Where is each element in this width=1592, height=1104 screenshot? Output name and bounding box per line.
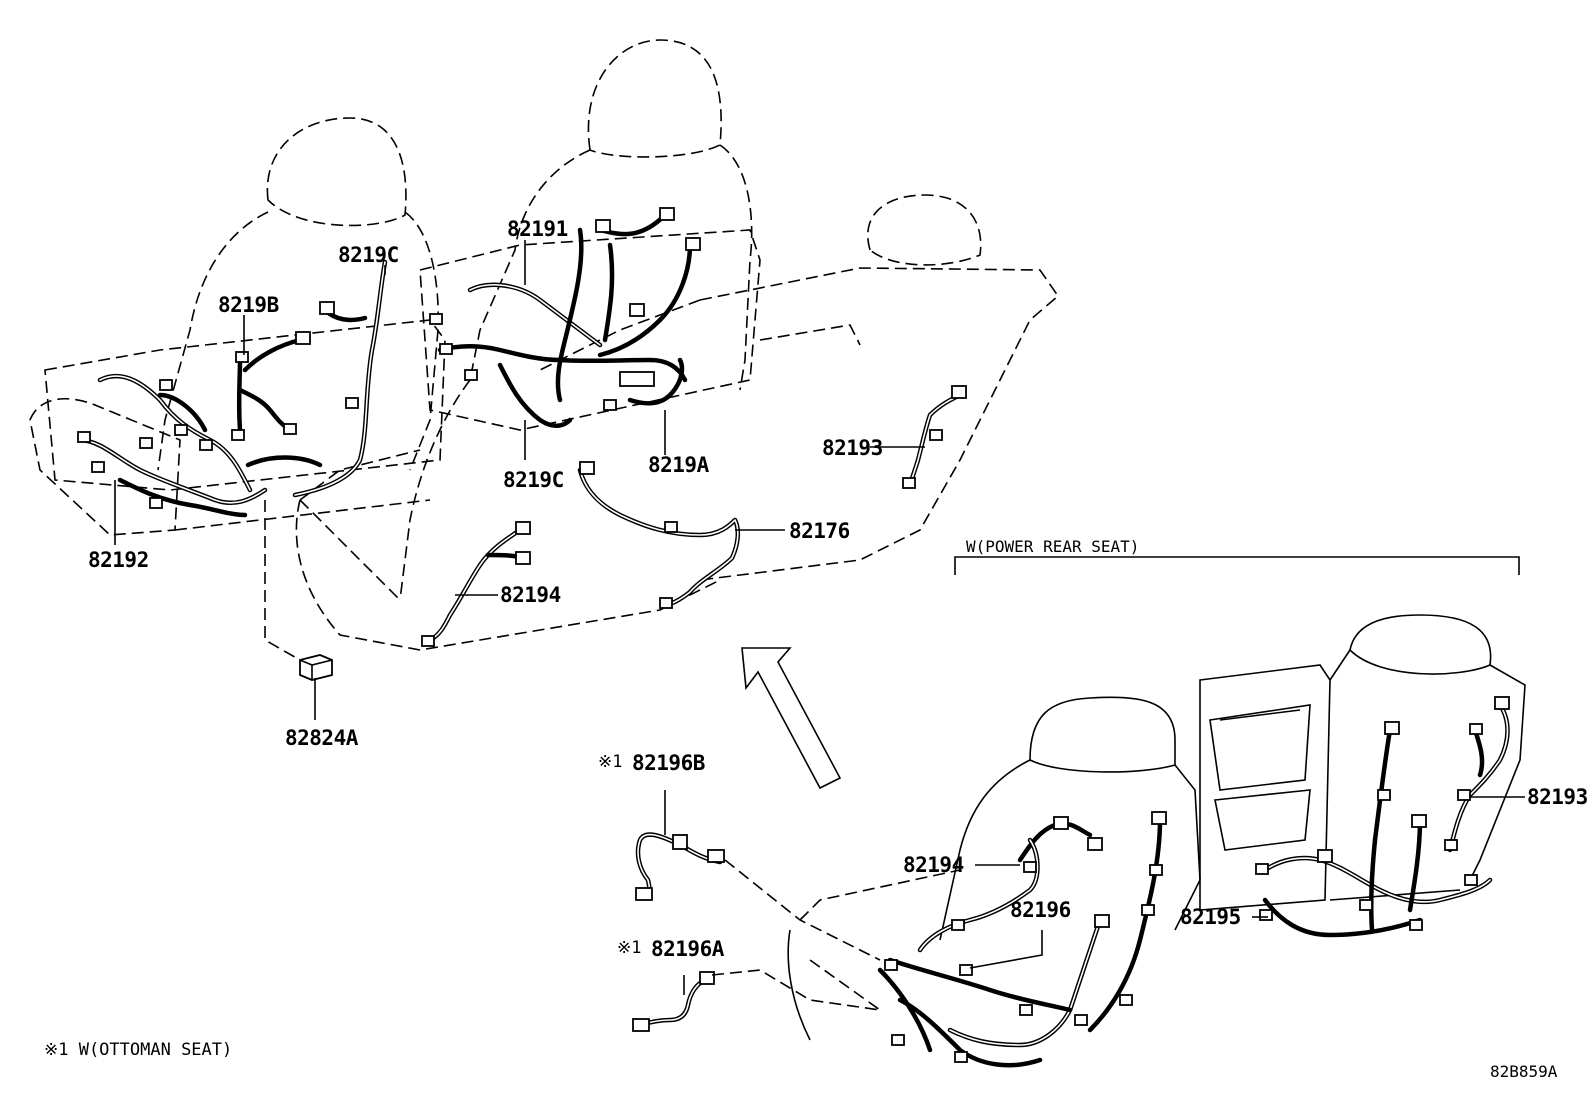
harness-82196 [877, 811, 1167, 1068]
label-82176: 82176 [789, 519, 850, 543]
part-82196A [632, 971, 715, 1032]
label-82194-top: 82194 [500, 583, 561, 607]
label-82193-bottom: 82193 [1527, 785, 1588, 809]
part-82824A [299, 654, 333, 681]
note-ottoman-seat: ※1 W(OTTOMAN SEAT) [44, 1040, 232, 1060]
front-left-seat-outline [29, 117, 446, 536]
mark-1-82196B: ※1 [598, 752, 622, 772]
label-8219C-top: 8219C [338, 243, 399, 267]
harness-82193-top [902, 385, 967, 489]
label-82196A: 82196A [651, 937, 725, 961]
label-8219B: 8219B [218, 293, 279, 317]
label-82194-bottom: 82194 [903, 853, 964, 877]
rear-seat-left-outline [787, 696, 1201, 1041]
rear-seat-right-outline [1329, 614, 1526, 901]
label-82192: 82192 [88, 548, 149, 572]
harness-8219C-upper [245, 259, 388, 498]
harness-82194-bottom [917, 816, 1103, 953]
harness-82195 [1255, 721, 1493, 938]
harness-82191 [429, 207, 701, 428]
label-82191: 82191 [507, 217, 568, 241]
label-8219C-mid: 8219C [503, 468, 564, 492]
label-82196: 82196 [1010, 898, 1071, 922]
harness-82193-bottom [1444, 696, 1510, 853]
label-82195: 82195 [1180, 905, 1241, 929]
part-82196B [635, 832, 725, 901]
diagram-id: 82B859A [1490, 1062, 1558, 1081]
rear-bench-outline [295, 194, 1060, 651]
front-right-seat-outline [399, 39, 761, 601]
label-8219A: 8219A [648, 453, 710, 477]
label-82193-top: 82193 [822, 436, 883, 460]
label-82196B: 82196B [632, 751, 705, 775]
mark-1-82196A: ※1 [617, 938, 641, 958]
harness-82192 [77, 373, 268, 518]
rear-seat-center-armrest [1199, 664, 1331, 911]
harness-82194-top [421, 521, 531, 647]
direction-arrow [741, 647, 842, 790]
note-power-rear-seat: W(POWER REAR SEAT) [966, 537, 1139, 556]
label-82824A: 82824A [285, 726, 359, 750]
harness-82176 [577, 461, 741, 609]
harness-8219B [231, 331, 311, 441]
